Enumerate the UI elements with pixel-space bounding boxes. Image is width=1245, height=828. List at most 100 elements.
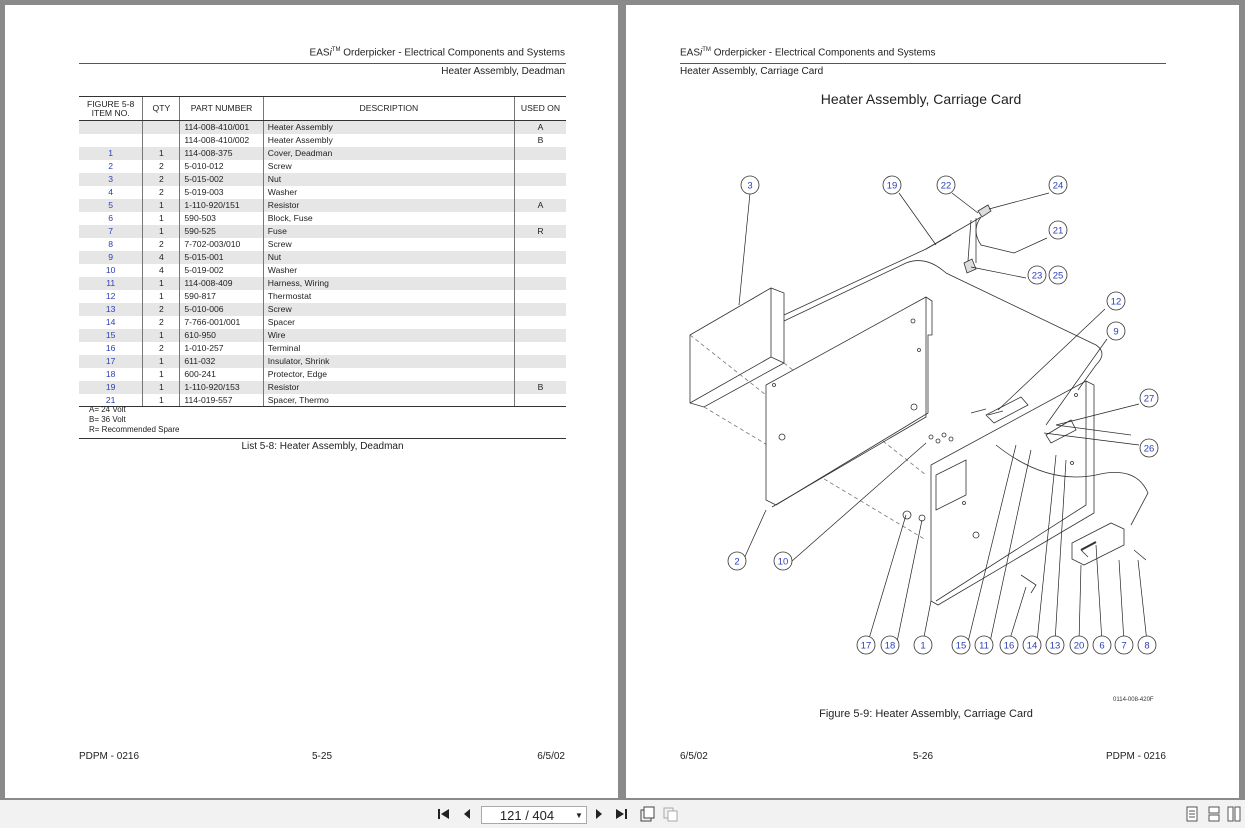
cell-description: Terminal bbox=[262, 341, 515, 355]
cell-item-no[interactable]: 13 bbox=[79, 302, 143, 316]
callout-8[interactable]: 8 bbox=[1137, 635, 1157, 655]
cell-used-on: R bbox=[514, 224, 566, 238]
legend-b: B= 36 Volt bbox=[89, 415, 126, 424]
cell-part-number: 5-010-006 bbox=[179, 302, 264, 316]
cell-description: Wire bbox=[262, 328, 515, 342]
callout-25[interactable]: 25 bbox=[1048, 265, 1068, 285]
callout-26[interactable]: 26 bbox=[1139, 438, 1159, 458]
cell-item-no[interactable]: 17 bbox=[79, 354, 143, 368]
cell-item-no[interactable]: 2 bbox=[108, 161, 114, 171]
cell-used-on bbox=[514, 172, 566, 186]
cell-description: Cover, Deadman bbox=[262, 146, 515, 160]
callout-27[interactable]: 27 bbox=[1139, 388, 1159, 408]
col-description: DESCRIPTION bbox=[262, 96, 515, 121]
left-page: EASiTM Orderpicker - Electrical Componen… bbox=[5, 5, 618, 798]
cell-used-on bbox=[514, 185, 566, 199]
cell-item-no[interactable]: 21 bbox=[79, 393, 143, 407]
cell-item-no[interactable]: 6 bbox=[108, 213, 114, 223]
callout-6[interactable]: 6 bbox=[1092, 635, 1112, 655]
callout-18[interactable]: 18 bbox=[880, 635, 900, 655]
figure-caption: Figure 5-9: Heater Assembly, Carriage Ca… bbox=[819, 708, 1033, 720]
callout-7[interactable]: 7 bbox=[1114, 635, 1134, 655]
cell-qty: 1 bbox=[142, 276, 180, 290]
col-used-on: USED ON bbox=[514, 96, 566, 121]
two-page-view-icon[interactable] bbox=[661, 804, 681, 824]
cell-used-on bbox=[514, 354, 566, 368]
callout-12[interactable]: 12 bbox=[1106, 291, 1126, 311]
cell-item-no[interactable]: 5 bbox=[79, 198, 143, 212]
cell-item-no[interactable]: 15 bbox=[79, 328, 143, 342]
cell-item-no[interactable]: 9 bbox=[79, 250, 143, 264]
fit-width-icon[interactable] bbox=[1224, 804, 1244, 824]
cell-item-no[interactable]: 1 bbox=[79, 146, 143, 160]
callout-14[interactable]: 14 bbox=[1022, 635, 1042, 655]
first-page-icon[interactable] bbox=[434, 804, 454, 824]
cell-item-no[interactable]: 4 bbox=[108, 187, 114, 197]
cell-description: Thermostat bbox=[262, 289, 515, 303]
cell-item-no[interactable]: 14 bbox=[105, 317, 116, 327]
callout-2[interactable]: 2 bbox=[727, 551, 747, 571]
cell-item-no[interactable]: 19 bbox=[79, 380, 143, 394]
svg-text:9: 9 bbox=[1113, 326, 1118, 337]
page-number-select[interactable]: 121 / 404 ▼ bbox=[481, 806, 587, 824]
callout-20[interactable]: 20 bbox=[1069, 635, 1089, 655]
cell-used-on bbox=[514, 237, 566, 251]
svg-text:6: 6 bbox=[1099, 640, 1104, 651]
callout-9[interactable]: 9 bbox=[1106, 321, 1126, 341]
cell-used-on bbox=[514, 315, 566, 329]
cell-description: Nut bbox=[262, 172, 515, 186]
cell-used-on: A bbox=[514, 120, 566, 134]
cell-qty: 1 bbox=[142, 354, 180, 368]
right-footer-doc: PDPM - 0216 bbox=[1105, 751, 1166, 762]
cell-qty: 4 bbox=[142, 250, 180, 264]
cell-item-no[interactable]: 18 bbox=[105, 369, 116, 379]
callout-19[interactable]: 19 bbox=[882, 175, 902, 195]
cell-item-no[interactable]: 7 bbox=[79, 224, 143, 238]
callout-13[interactable]: 13 bbox=[1045, 635, 1065, 655]
svg-text:10: 10 bbox=[778, 556, 789, 567]
cell-description: Block, Fuse bbox=[262, 211, 515, 225]
svg-text:3: 3 bbox=[747, 180, 752, 191]
right-header-title: EASiTM Orderpicker - Electrical Componen… bbox=[680, 47, 936, 59]
last-page-icon[interactable] bbox=[611, 804, 631, 824]
svg-text:2: 2 bbox=[734, 556, 739, 567]
callout-22[interactable]: 22 bbox=[936, 175, 956, 195]
cell-qty: 2 bbox=[142, 341, 180, 355]
callout-24[interactable]: 24 bbox=[1048, 175, 1068, 195]
cell-item-no[interactable]: 8 bbox=[108, 239, 114, 249]
left-footer-page: 5-25 bbox=[312, 751, 333, 762]
prev-page-icon[interactable] bbox=[457, 804, 477, 824]
legend-r: R= Recommended Spare bbox=[89, 425, 180, 434]
callout-11[interactable]: 11 bbox=[974, 635, 994, 655]
cell-item-no[interactable]: 3 bbox=[79, 172, 143, 186]
cell-item-no[interactable]: 16 bbox=[105, 343, 116, 353]
cell-qty: 2 bbox=[142, 237, 180, 251]
svg-text:7: 7 bbox=[1121, 640, 1126, 651]
cell-item-no[interactable]: 11 bbox=[79, 276, 143, 290]
callout-16[interactable]: 16 bbox=[999, 635, 1019, 655]
cell-used-on bbox=[514, 276, 566, 290]
cell-part-number: 7-702-003/010 bbox=[179, 237, 264, 251]
single-page-view-icon[interactable] bbox=[637, 804, 657, 824]
cell-description: Protector, Edge bbox=[262, 367, 515, 381]
callout-23[interactable]: 23 bbox=[1027, 265, 1047, 285]
callout-3[interactable]: 3 bbox=[740, 175, 760, 195]
cell-item-no[interactable]: 12 bbox=[105, 291, 116, 301]
callout-10[interactable]: 10 bbox=[773, 551, 793, 571]
callout-15[interactable]: 15 bbox=[951, 635, 971, 655]
cell-item-no[interactable]: 10 bbox=[105, 265, 116, 275]
next-page-icon[interactable] bbox=[589, 804, 609, 824]
right-header-subtitle: Heater Assembly, Carriage Card bbox=[680, 66, 824, 77]
cell-part-number: 590-503 bbox=[179, 211, 264, 225]
legend-a: A= 24 Volt bbox=[89, 405, 126, 414]
cell-qty: 2 bbox=[142, 185, 180, 199]
callout-17[interactable]: 17 bbox=[856, 635, 876, 655]
callout-21[interactable]: 21 bbox=[1048, 220, 1068, 240]
cell-item-no bbox=[79, 134, 143, 147]
continuous-view-icon[interactable] bbox=[1182, 804, 1202, 824]
cell-part-number: 114-008-375 bbox=[179, 146, 264, 160]
viewer-toolbar: 121 / 404 ▼ bbox=[0, 800, 1245, 828]
facing-view-icon[interactable] bbox=[1204, 804, 1224, 824]
callout-1[interactable]: 1 bbox=[913, 635, 933, 655]
